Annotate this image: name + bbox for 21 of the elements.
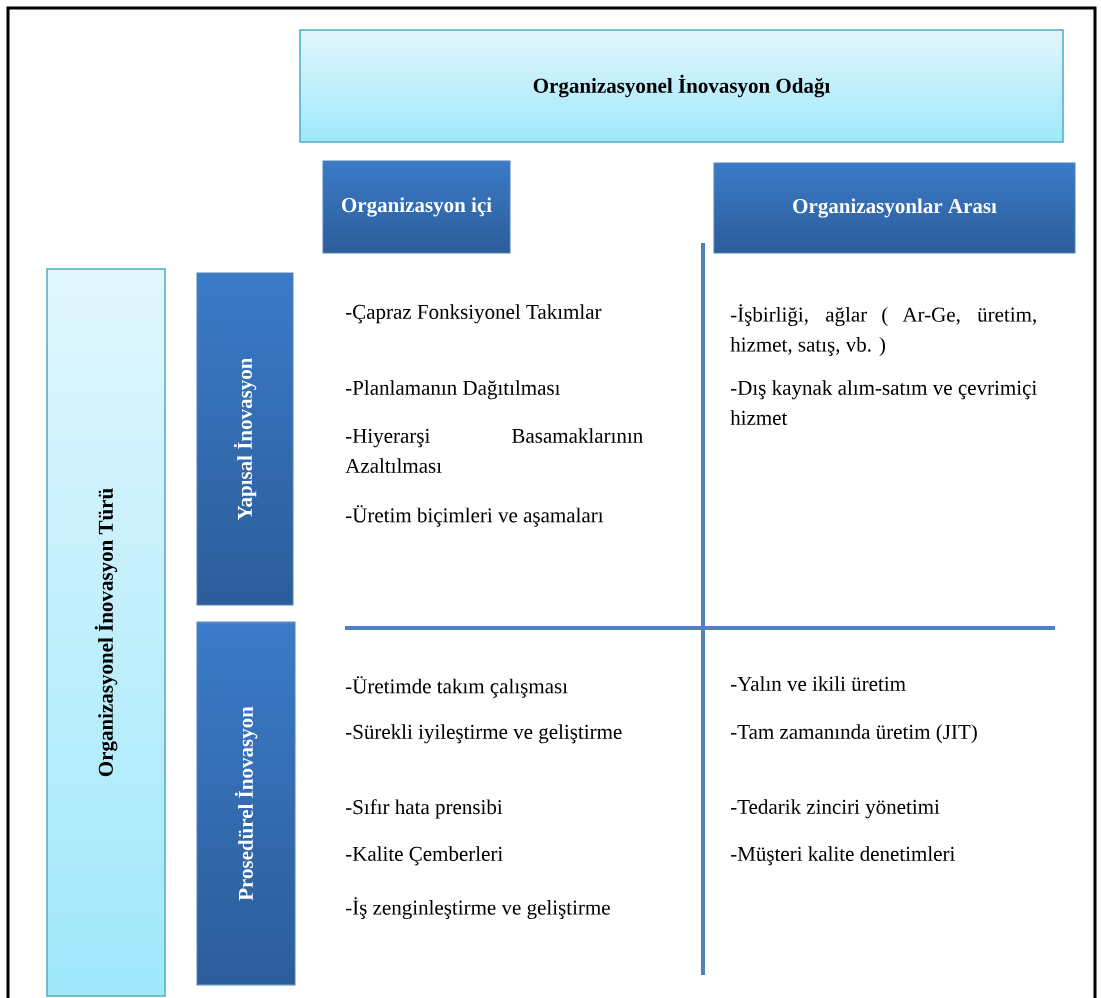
category-box: Organizasyon içi bbox=[322, 160, 511, 254]
list-item: -Yalın ve ikili üretim bbox=[731, 676, 906, 691]
list-item: -Üretimde takım çalışması bbox=[346, 676, 568, 698]
list-item: -İşbirliği, ağlar ( Ar-Ge, üretim, hizmet, satış, vb. ) bbox=[730, 304, 1036, 356]
list-item: -Tam zamanında üretim (JIT) bbox=[731, 724, 977, 744]
category-box: Organizasyonlar Arası bbox=[713, 162, 1076, 254]
heading-box: Organizasyonel İnovasyon Odağı bbox=[299, 29, 1064, 143]
list-item: -Tedarik zinciri yönetimi bbox=[731, 799, 940, 819]
category-box: Yapısal İnovasyon bbox=[196, 272, 294, 606]
list-item: -Üretim biçimleri ve aşamaları bbox=[346, 505, 604, 527]
heading-box: Organizasyonel İnovasyon Türü bbox=[46, 268, 166, 997]
category-box: Prosedürel İnovasyon bbox=[196, 621, 296, 986]
list-item: -Sürekli iyileştirme ve geliştirme bbox=[346, 724, 622, 744]
list-item: -Kalite Çemberleri bbox=[346, 846, 503, 866]
list-item: -İş zenginleştirme ve geliştirme bbox=[346, 897, 610, 920]
list-item: -Çapraz Fonksiyonel Takımlar bbox=[346, 304, 602, 324]
list-item: -Sıfır hata prensibi bbox=[346, 799, 503, 819]
list-item: -Planlamanın Dağıtılması bbox=[346, 380, 561, 400]
list-item: -Hiyerarşi Basamaklarının Azaltılması bbox=[345, 428, 643, 473]
list-item: -Müşteri kalite denetimleri bbox=[731, 846, 955, 866]
list-item: -Dış kaynak alım-satım ve çevrimiçi hizmet bbox=[730, 380, 1037, 425]
